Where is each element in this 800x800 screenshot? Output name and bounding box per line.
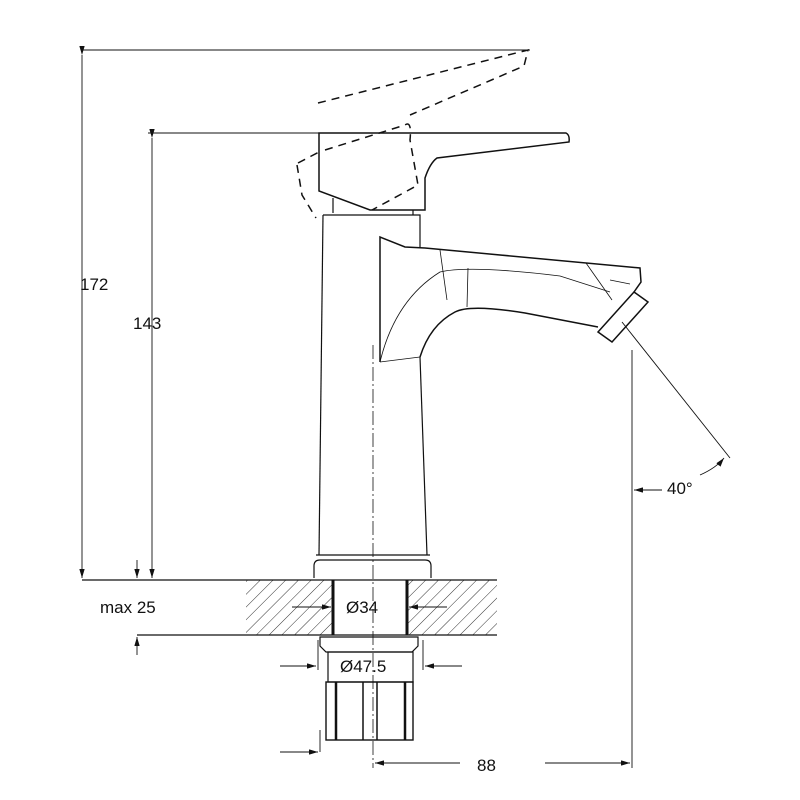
dim-spout-height: 143	[133, 314, 162, 333]
dim-hole-diameter: Ø34	[346, 598, 379, 617]
spout	[379, 235, 650, 363]
dim-nut-diameter: Ø47.5	[340, 657, 387, 676]
counter-section	[82, 579, 497, 636]
dimension-lines	[79, 46, 731, 768]
dim-max-counter-thickness: max 25	[100, 598, 156, 617]
mounting-nut	[319, 636, 419, 741]
dim-total-height: 172	[80, 275, 109, 294]
faucet-body	[313, 214, 432, 578]
dim-angle: 40°	[667, 479, 693, 498]
lever-handle	[296, 48, 570, 219]
dim-reach: 88	[477, 756, 496, 775]
